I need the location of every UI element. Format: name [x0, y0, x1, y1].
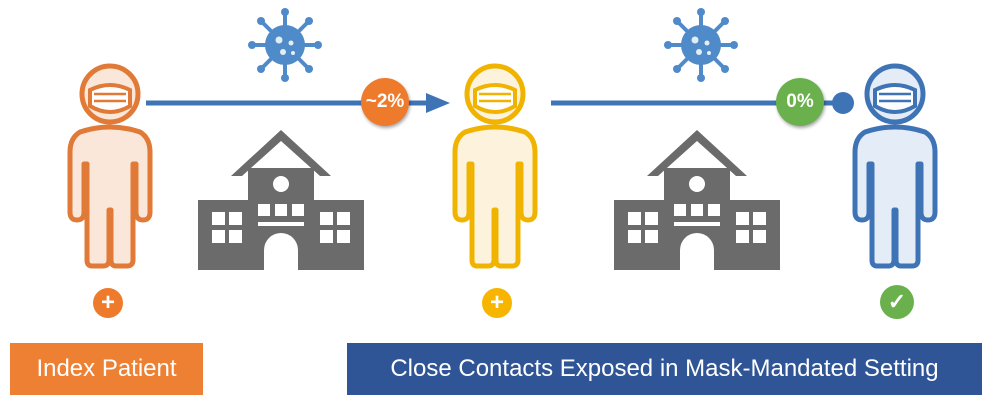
school-building-icon: [614, 130, 780, 270]
transmission-rate-badge: 0%: [776, 78, 824, 126]
virus-icon: [248, 8, 322, 82]
school-building-icon: [198, 130, 364, 270]
index-patient-label: Index Patient: [10, 343, 203, 395]
check-icon: ✓: [880, 285, 914, 319]
arrow-1: [146, 93, 450, 113]
plus-icon: +: [482, 288, 512, 318]
index-patient-figure: [67, 63, 153, 269]
transmission-rate-badge: ~2%: [361, 78, 409, 126]
virus-icon: [664, 8, 738, 82]
plus-icon: +: [93, 288, 123, 318]
close-contacts-label: Close Contacts Exposed in Mask-Mandated …: [347, 343, 982, 395]
contact-negative-figure: [852, 63, 938, 269]
contact-positive-figure: [452, 63, 538, 269]
